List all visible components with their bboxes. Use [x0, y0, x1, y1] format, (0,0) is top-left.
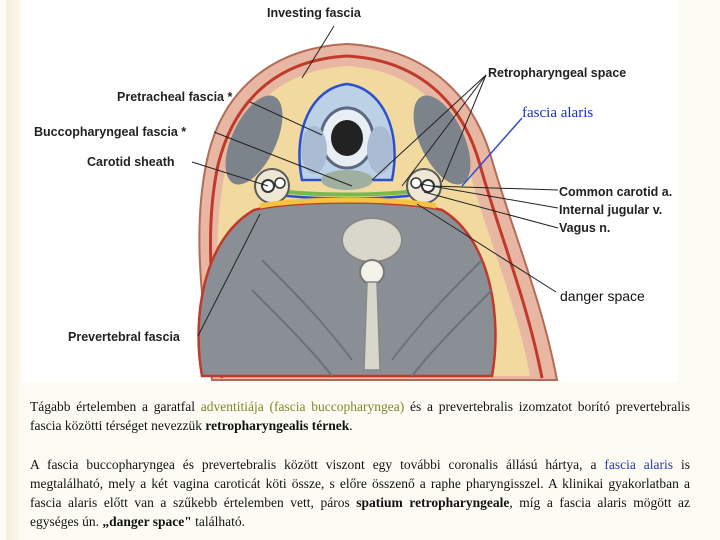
prevertebral-fascia — [197, 201, 497, 378]
leader-fascia-alaris — [461, 117, 523, 187]
trachea-lumen — [331, 120, 363, 156]
paragraph-fascia-alaris: A fascia buccopharyngea és prevertebrali… — [30, 455, 690, 531]
vertebral-body — [341, 217, 403, 263]
p1-text-adventitia: adventitiája (fascia buccopharyngea) — [200, 399, 405, 414]
label-buccopharyngeal-fascia: Buccopharyngeal fascia * — [34, 125, 187, 139]
p2-text-1: A fascia buccopharyngea és prevertebrali… — [30, 457, 605, 472]
label-prevertebral-fascia: Prevertebral fascia — [68, 330, 180, 344]
p2-text-fascia-alaris: fascia alaris — [604, 457, 674, 472]
p1-text-1: Tágabb értelemben a garatfal — [30, 399, 201, 414]
leader-danger-space — [416, 203, 557, 293]
spinal-canal — [359, 259, 385, 285]
p1-text-term: retropharyngealis térnek — [205, 418, 350, 433]
p2-text-spatium: spatium retropharyngeale — [356, 495, 510, 510]
label-internal-jugular: Internal jugular v. — [559, 203, 663, 217]
label-pretracheal-fascia: Pretracheal fascia * — [117, 90, 233, 104]
leader-prevertebral — [197, 213, 261, 337]
thyroid-left — [301, 126, 327, 174]
thyroid-right — [367, 126, 393, 174]
label-retropharyngeal-space: Retropharyngeal space — [488, 66, 627, 80]
p1-text-5: . — [349, 418, 353, 433]
label-investing-fascia: Investing fascia — [267, 6, 361, 20]
label-danger-space: danger space — [560, 288, 645, 304]
investing-fascia — [208, 54, 544, 379]
label-fascia-alaris: fascia alaris — [522, 105, 594, 121]
leader-carotid-sheath — [191, 161, 269, 187]
right-scm-muscle — [413, 95, 471, 185]
leader-vagus — [423, 191, 559, 229]
p2-text-7: található. — [191, 514, 245, 529]
leader-investing — [301, 25, 335, 79]
esophagus — [321, 170, 373, 190]
leader-buccopharyngeal — [213, 131, 353, 187]
right-jugular-vein — [410, 177, 422, 189]
label-vagus: Vagus n. — [559, 221, 611, 235]
left-decorative-rule — [6, 0, 20, 540]
p2-text-3: is megtalálható, mely a két vagina carot… — [30, 457, 690, 510]
danger-space-band — [259, 197, 437, 209]
paragraph-retropharyngeal-definition: Tágabb értelemben a garatfal adventitiáj… — [30, 397, 690, 435]
p2-text-5: , míg a fascia alaris mögött az egységes… — [30, 495, 690, 529]
leader-pretracheal — [249, 101, 323, 136]
left-scm-muscle — [225, 95, 283, 185]
muscle-lines-left — [251, 259, 353, 377]
spinous-process — [363, 281, 381, 371]
neck-cross-section-diagram — [191, 25, 559, 381]
leader-retropharyngeal-1 — [371, 74, 487, 181]
p1-text-3: és a prevertebralis izomzatot borító pre… — [30, 399, 691, 433]
muscle-lines-right — [391, 259, 493, 377]
leader-retropharyngeal-3 — [441, 74, 487, 183]
leader-retropharyngeal-2 — [401, 74, 487, 187]
p2-text-danger-space: „danger space" — [102, 514, 192, 529]
left-jugular-vein — [274, 177, 286, 189]
leader-internal-jugular — [419, 183, 559, 209]
leader-common-carotid — [431, 185, 559, 191]
label-carotid-sheath: Carotid sheath — [87, 155, 175, 169]
leader-lines — [191, 25, 559, 337]
label-common-carotid: Common carotid a. — [559, 185, 673, 199]
